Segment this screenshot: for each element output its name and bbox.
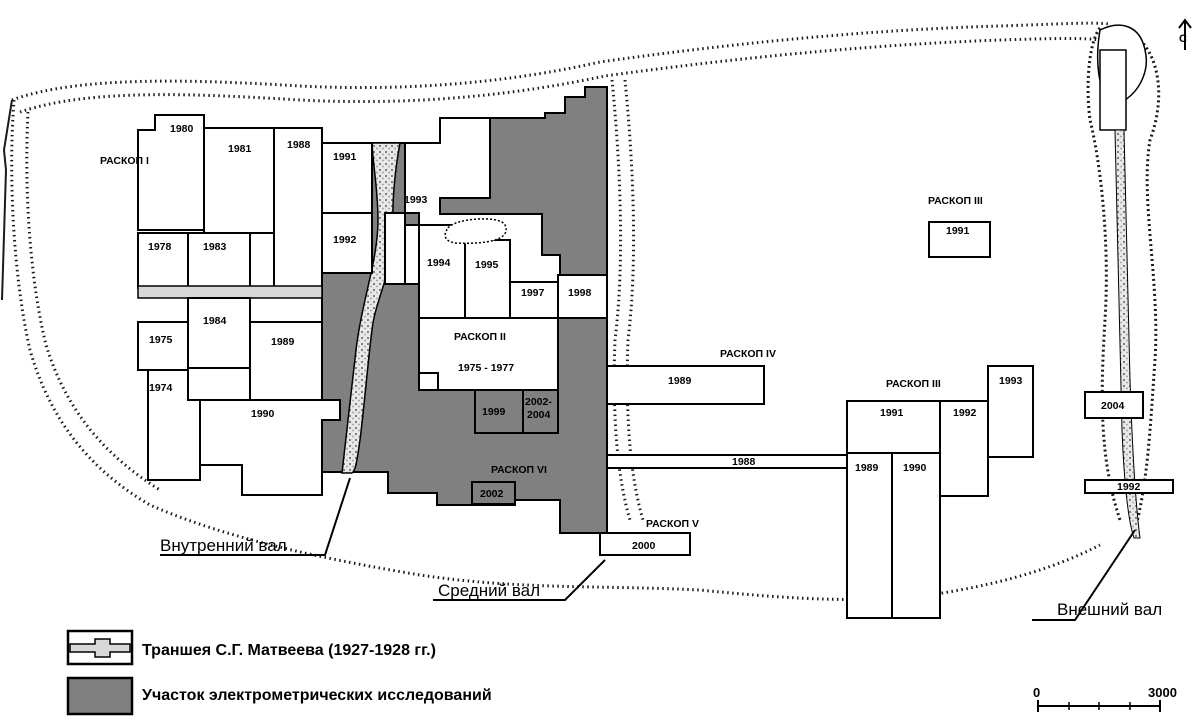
- legend-trench-label: Траншея С.Г. Матвеева (1927-1928 гг.): [142, 642, 436, 659]
- year-label: 1998: [568, 287, 592, 299]
- year-label: 2002: [480, 488, 504, 500]
- year-label: 1988: [287, 139, 311, 151]
- year-label: 1991: [333, 151, 357, 163]
- raskop-1-blocks: [137, 114, 406, 496]
- year-label: 1983: [203, 241, 227, 253]
- year-label: 1993: [999, 375, 1023, 387]
- year-label: 2000: [632, 540, 656, 552]
- year-label: 1989: [855, 462, 879, 474]
- legend: Траншея С.Г. Матвеева (1927-1928 гг.) Уч…: [66, 629, 492, 716]
- year-label: 2004: [1101, 400, 1125, 412]
- year-label: 1975: [149, 334, 173, 346]
- year-label: 1997: [521, 287, 545, 299]
- year-label: 1990: [251, 408, 275, 420]
- raskop-2-label: РАСКОП II: [454, 331, 506, 343]
- raskop-2-blocks: [418, 218, 608, 505]
- year-label: 1994: [427, 257, 451, 269]
- north-arrow-icon: С: [1178, 18, 1192, 50]
- year-label: 1974: [149, 382, 173, 394]
- year-label: 1989: [271, 336, 295, 348]
- year-label: 1990: [903, 462, 927, 474]
- legend-electro-label: Участок электрометрических исследований: [142, 687, 492, 704]
- year-label: 1992: [953, 407, 977, 419]
- raskop-2-years: 1975 - 1977: [458, 362, 514, 374]
- year-label: 1991: [880, 407, 904, 419]
- callout-outer-label: Внешний вал: [1057, 600, 1162, 619]
- year-label: 1989: [668, 375, 692, 387]
- year-label: 1999: [482, 406, 506, 418]
- scale-end: 3000: [1148, 685, 1177, 700]
- year-label: 1991: [946, 225, 970, 237]
- callout-inner-label: Внутренний вал: [160, 536, 287, 555]
- year-label: 1995: [475, 259, 499, 271]
- year-label: 2002-: [525, 396, 552, 408]
- rampart-outline: [1, 21, 1111, 601]
- scale-bar: 0 3000: [1033, 685, 1177, 712]
- scale-start: 0: [1033, 685, 1040, 700]
- callout-inner: Внутренний вал: [160, 477, 351, 556]
- raskop-6-label: РАСКОП VI: [491, 464, 547, 476]
- raskop-1-label: РАСКОП I: [100, 155, 149, 167]
- year-label: 1978: [148, 241, 172, 253]
- year-label: 1988: [732, 456, 756, 468]
- north-label: С: [1179, 33, 1187, 45]
- outer-wall: [1086, 24, 1161, 539]
- raskop-3-label-top: РАСКОП III: [928, 195, 983, 207]
- raskop-4-5-3-blocks: [599, 221, 1174, 619]
- pit-icon: [444, 218, 507, 244]
- year-label: 1984: [203, 315, 227, 327]
- year-label: 1992: [333, 234, 357, 246]
- callout-middle-label: Средний вал: [438, 581, 540, 600]
- raskop-4-label: РАСКОП IV: [720, 348, 776, 360]
- year-label: 1993: [404, 194, 428, 206]
- year-label: 1981: [228, 143, 252, 155]
- callout-outer: Внешний вал: [1032, 529, 1162, 621]
- year-label: 1980: [170, 123, 194, 135]
- raskop-5-label: РАСКОП V: [646, 518, 699, 530]
- year-label: 1992: [1117, 481, 1141, 493]
- year-label: 2004: [527, 409, 551, 421]
- raskop-3-label-right: РАСКОП III: [886, 378, 941, 390]
- callout-middle: Средний вал: [433, 559, 606, 601]
